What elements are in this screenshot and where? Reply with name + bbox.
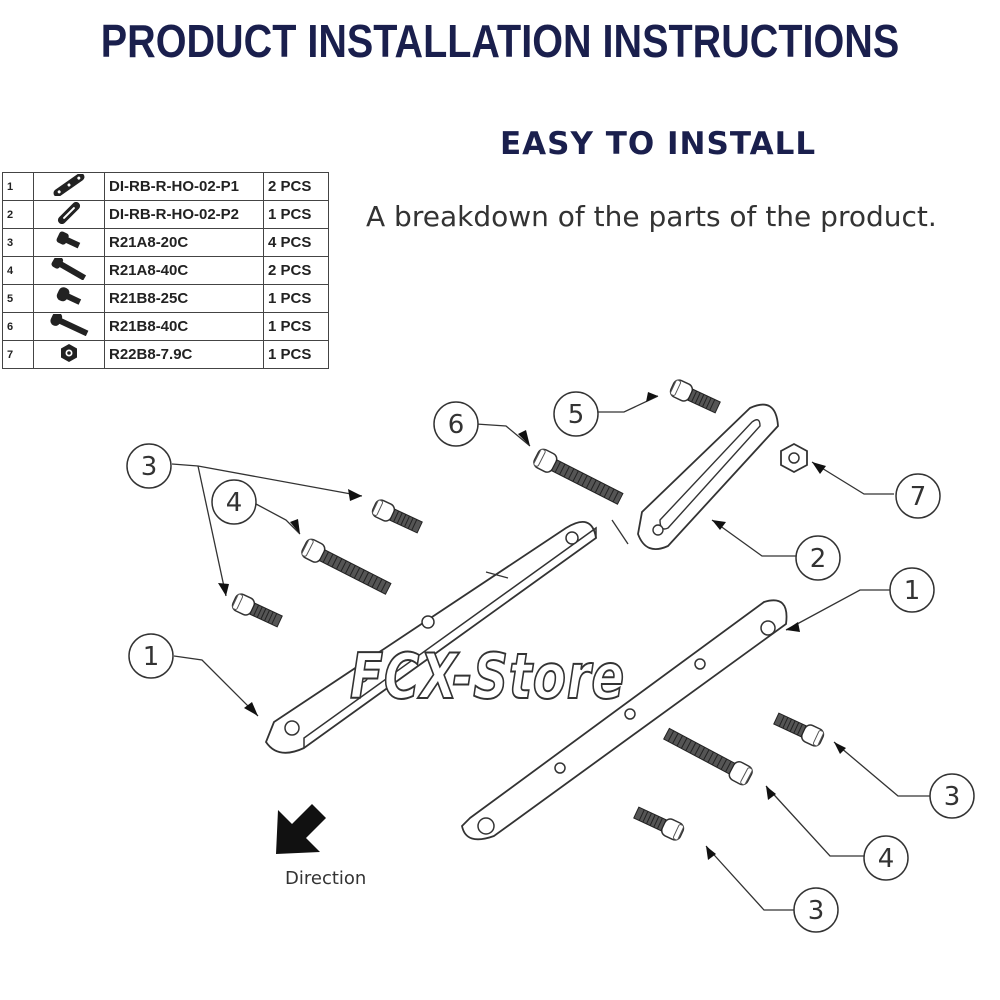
table-row: 5 R21B8-25C 1 PCS xyxy=(2,284,329,313)
table-row: 7 R22B8-7.9C 1 PCS xyxy=(2,340,329,369)
part-number: 1 xyxy=(2,172,34,201)
short-bolt xyxy=(229,591,285,631)
part-quantity: 1 PCS xyxy=(263,340,329,369)
direction-arrow-icon xyxy=(276,804,326,854)
svg-text:5: 5 xyxy=(568,400,585,430)
callout-1-right: 1 xyxy=(889,567,935,613)
parts-table: 1 DI-RB-R-HO-02-P1 2 PCS 2 DI-RB-R-HO-02… xyxy=(2,172,329,369)
part-quantity: 2 PCS xyxy=(263,256,329,285)
long-bolt xyxy=(531,446,626,509)
nut-icon xyxy=(33,340,105,369)
right-bracket-plate xyxy=(461,599,788,841)
callout-7: 7 xyxy=(895,473,941,519)
svg-text:3: 3 xyxy=(808,896,825,926)
part-code: R22B8-7.9C xyxy=(104,340,264,369)
left-bracket-plate xyxy=(264,521,597,754)
part-code: R21B8-25C xyxy=(104,284,264,313)
hex-nut xyxy=(780,442,808,474)
part-quantity: 2 PCS xyxy=(263,172,329,201)
part-number: 6 xyxy=(2,312,34,341)
part-quantity: 1 PCS xyxy=(263,200,329,229)
callout-6: 6 xyxy=(433,401,479,447)
long-bolt-icon xyxy=(33,311,105,341)
caption: A breakdown of the parts of the product. xyxy=(366,200,937,233)
callout-3-right-bottom: 3 xyxy=(793,887,839,933)
long-bolt xyxy=(661,724,755,788)
part-quantity: 4 PCS xyxy=(263,228,329,257)
callout-3-right-top: 3 xyxy=(929,773,975,819)
direction-label: Direction xyxy=(285,868,367,889)
svg-text:3: 3 xyxy=(141,452,158,482)
bracket-plate-icon xyxy=(33,172,105,201)
part-quantity: 1 PCS xyxy=(263,284,329,313)
table-row: 2 DI-RB-R-HO-02-P2 1 PCS xyxy=(2,200,329,229)
callout-4-right: 4 xyxy=(863,835,909,881)
svg-text:2: 2 xyxy=(810,544,827,574)
callout-3-left-top: 3 xyxy=(126,443,172,489)
subtitle: EASY TO INSTALL xyxy=(500,126,817,162)
short-bolt xyxy=(667,377,723,417)
callout-4-left: 4 xyxy=(211,479,257,525)
leader-lines xyxy=(171,395,930,911)
svg-text:3: 3 xyxy=(944,782,961,812)
page-title: PRODUCT INSTALLATION INSTRUCTIONS xyxy=(100,15,900,67)
short-bolt xyxy=(631,803,687,843)
short-bolt xyxy=(369,497,425,537)
short-bolt xyxy=(771,709,827,749)
slotted-plate xyxy=(637,403,779,550)
callout-1-left: 1 xyxy=(128,633,174,679)
svg-text:1: 1 xyxy=(143,642,160,672)
callout-5: 5 xyxy=(553,391,599,437)
long-bolt xyxy=(299,536,394,599)
svg-text:4: 4 xyxy=(878,844,895,874)
part-code: DI-RB-R-HO-02-P2 xyxy=(104,200,264,229)
svg-text:4: 4 xyxy=(226,488,243,518)
arrowheads xyxy=(218,392,846,860)
part-code: R21A8-20C xyxy=(104,228,264,257)
watermark: FCX-Store xyxy=(349,639,625,714)
table-row: 1 DI-RB-R-HO-02-P1 2 PCS xyxy=(2,172,329,201)
callouts: 3 4 1 6 5 7 2 1 3 4 3 xyxy=(126,391,975,933)
svg-text:6: 6 xyxy=(448,410,465,440)
table-row: 3 R21A8-20C 4 PCS xyxy=(2,228,329,257)
callout-2: 2 xyxy=(795,535,841,581)
part-number: 7 xyxy=(2,340,34,369)
svg-text:7: 7 xyxy=(910,482,927,512)
part-number: 5 xyxy=(2,284,34,313)
svg-text:1: 1 xyxy=(904,576,921,606)
slotted-plate-icon xyxy=(33,200,105,229)
